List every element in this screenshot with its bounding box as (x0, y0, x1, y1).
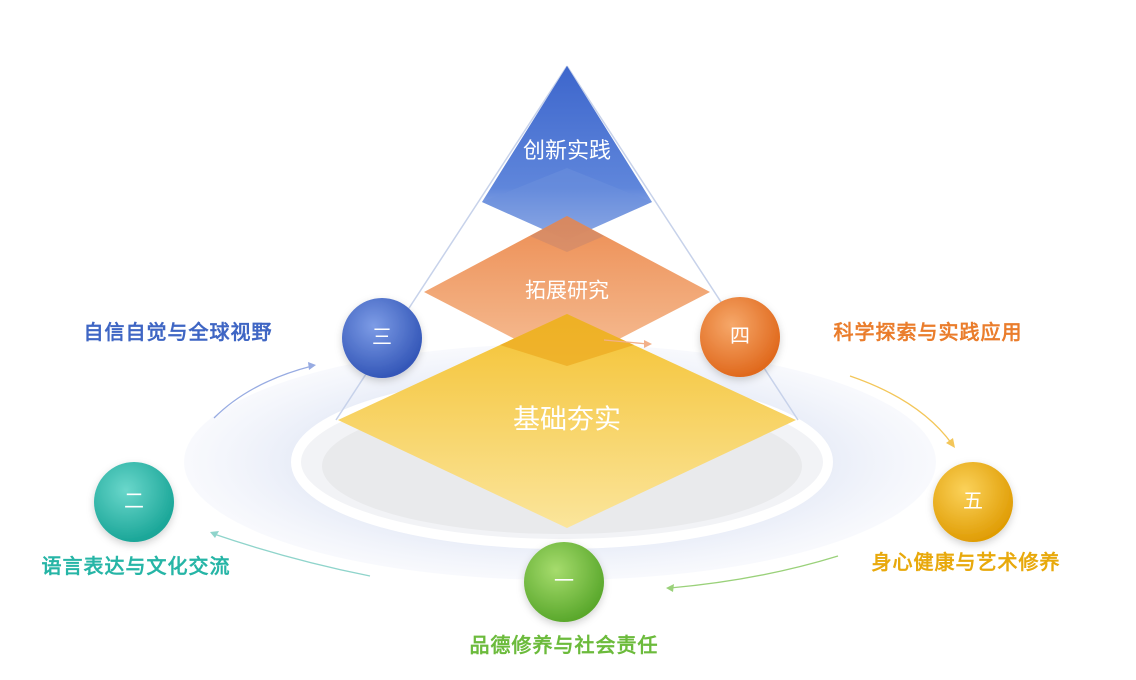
node-three: 三 (342, 298, 422, 378)
node-five-number: 五 (963, 489, 983, 513)
label-four: 科学探索与实践应用 (834, 320, 1023, 344)
label-three: 自信自觉与全球视野 (84, 320, 273, 344)
layer-base-label: 基础夯实 (513, 405, 621, 436)
node-two: 二 (94, 462, 174, 542)
layer-base: 基础夯实 (338, 314, 796, 528)
node-two-number: 二 (124, 489, 144, 513)
arrow-to-five (849, 375, 953, 445)
layer-top-label: 创新实践 (523, 139, 611, 164)
arrow-to-three (213, 365, 313, 419)
node-four-number: 四 (730, 324, 750, 348)
layer-middle: 拓展研究 (424, 216, 710, 366)
node-three-number: 三 (372, 325, 392, 349)
node-five: 五 (933, 462, 1013, 542)
node-one-number: 一 (554, 569, 574, 593)
node-one: 一 (524, 542, 604, 622)
arrow-to-four (603, 339, 649, 345)
layer-top: 创新实践 (482, 66, 652, 240)
label-two: 语言表达与文化交流 (42, 554, 231, 578)
layer-middle-label: 拓展研究 (525, 279, 609, 303)
label-five: 身心健康与艺术修养 (872, 550, 1061, 574)
node-four: 四 (700, 297, 780, 377)
label-one: 品德修养与社会责任 (470, 633, 659, 657)
connector-arrows (210, 339, 955, 592)
arrow-to-one (669, 555, 839, 589)
arrow-to-two (213, 533, 371, 577)
